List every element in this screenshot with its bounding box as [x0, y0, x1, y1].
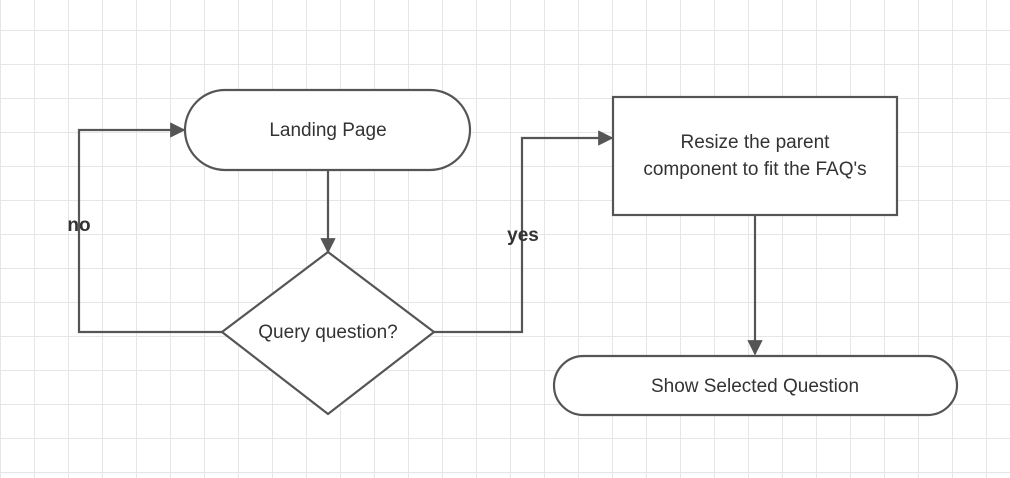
node-show-selected-question-label: Show Selected Question — [651, 376, 859, 397]
node-resize-parent-line2: component to fit the FAQ's — [643, 159, 866, 180]
node-show-selected-question[interactable]: Show Selected Question — [552, 354, 959, 417]
node-resize-parent[interactable]: Resize the parent component to fit the F… — [611, 95, 899, 217]
edge-yes — [434, 130, 614, 334]
node-landing-page-label: Landing Page — [269, 120, 386, 141]
node-landing-page[interactable]: Landing Page — [183, 88, 472, 172]
node-query-question[interactable]: Query question? — [220, 250, 436, 416]
node-resize-parent-line1: Resize the parent — [681, 132, 831, 153]
edge-label-no: no — [67, 215, 90, 236]
edge-label-yes: yes — [507, 225, 539, 246]
node-query-question-label: Query question? — [258, 322, 397, 343]
edge-no-loop — [77, 122, 222, 334]
